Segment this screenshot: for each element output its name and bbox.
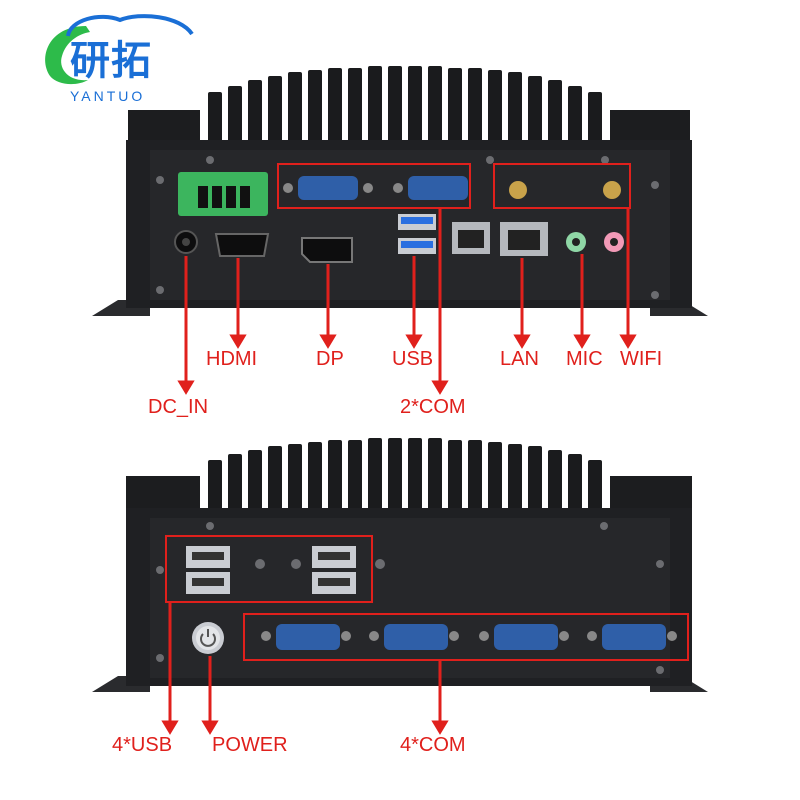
label-dp: DP xyxy=(316,348,344,370)
usb3-ports xyxy=(398,214,436,254)
logo-english: YANTUO xyxy=(70,88,146,104)
com-ports-back xyxy=(261,624,677,650)
terminal-block xyxy=(178,172,268,216)
label-wifi: WIFI xyxy=(620,348,663,370)
logo-chinese: 研拓 xyxy=(70,38,152,84)
label-2com: 2*COM xyxy=(400,396,466,418)
label-hdmi: HDMI xyxy=(206,348,258,370)
label-lan: LAN xyxy=(500,348,539,370)
logo-cloud-icon xyxy=(66,14,194,37)
back-heatsink xyxy=(208,438,602,516)
label-mic: MIC xyxy=(566,348,603,370)
back-panel-diagram xyxy=(92,438,708,735)
label-4com: 4*COM xyxy=(400,734,466,756)
logo-swoosh-icon xyxy=(45,26,90,85)
dp-port xyxy=(301,237,353,263)
front-heatsink xyxy=(208,66,602,152)
hdmi-port xyxy=(214,233,270,257)
label-power: POWER xyxy=(212,734,288,756)
label-4usb: 4*USB xyxy=(112,734,173,756)
wifi-antenna-2 xyxy=(603,181,621,199)
wifi-antenna-1 xyxy=(509,181,527,199)
com-ports-front xyxy=(283,176,468,200)
front-panel-diagram xyxy=(92,66,708,395)
label-dc-in: DC_IN xyxy=(148,396,209,418)
label-usb: USB xyxy=(392,348,434,370)
